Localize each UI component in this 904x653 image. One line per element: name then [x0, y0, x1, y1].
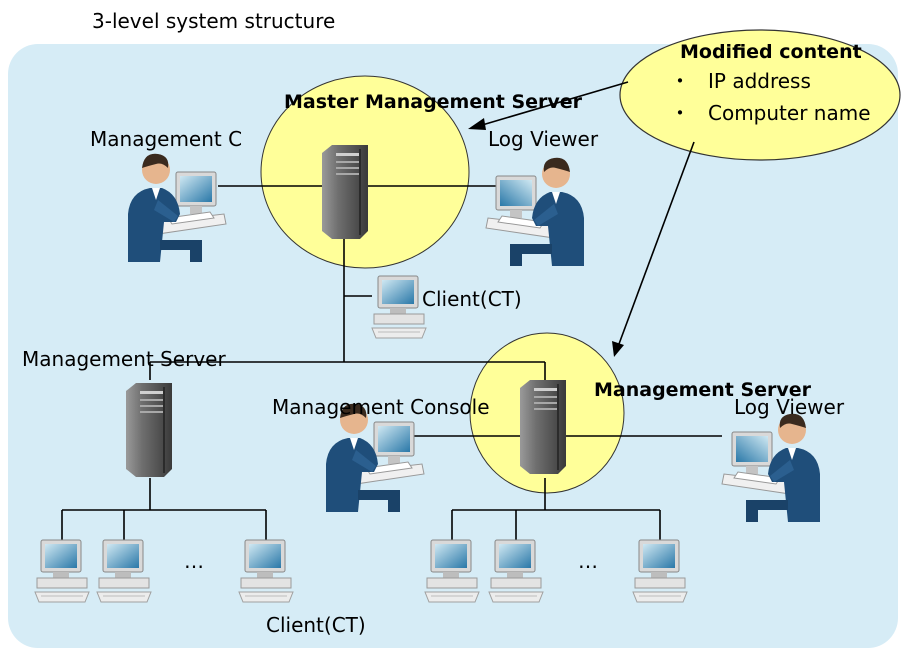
callout-item-computer-name: Computer name: [708, 101, 871, 125]
master-server-label: Master Management Server: [284, 91, 583, 113]
master-management-server: [321, 144, 369, 240]
network-panel: [8, 44, 898, 648]
lower-left-management-server: [125, 382, 173, 478]
top-management-console-label: Management C: [90, 127, 242, 151]
callout-bullet-2: ・: [670, 101, 690, 125]
lower-left-clients-label: Client(CT): [266, 613, 366, 637]
lower-left-clients-ellipsis: …: [184, 549, 204, 573]
lower-left-client-pc-3: [238, 539, 294, 603]
lower-management-console-label: Management Console: [272, 395, 490, 419]
diagram-title: 3-level system structure: [92, 9, 335, 33]
network-wiring: [61, 185, 722, 540]
lower-left-client-pc-1: [34, 539, 90, 603]
lower-right-server-label: Management Server: [594, 379, 812, 401]
top-client-label: Client(CT): [422, 287, 522, 311]
top-log-viewer-label: Log Viewer: [488, 127, 599, 151]
lower-left-server-label: Management Server: [22, 347, 226, 371]
modified-content-callout: [619, 29, 901, 161]
lower-left-client-pc-2: [96, 539, 152, 603]
callout-item-ip-address: IP address: [708, 69, 811, 93]
top-client-pc: [371, 275, 427, 339]
callout-heading: Modified content: [680, 41, 862, 63]
lower-right-client-pc-1: [424, 539, 480, 603]
callout-arrows: [468, 81, 695, 357]
lower-log-viewer-label: Log Viewer: [734, 395, 845, 419]
lower-right-clients-ellipsis: …: [578, 549, 598, 573]
callout-bullet-1: ・: [670, 69, 690, 93]
lower-right-management-server: [519, 379, 567, 475]
lower-right-client-pc-3: [632, 539, 688, 603]
lower-right-client-pc-2: [488, 539, 544, 603]
